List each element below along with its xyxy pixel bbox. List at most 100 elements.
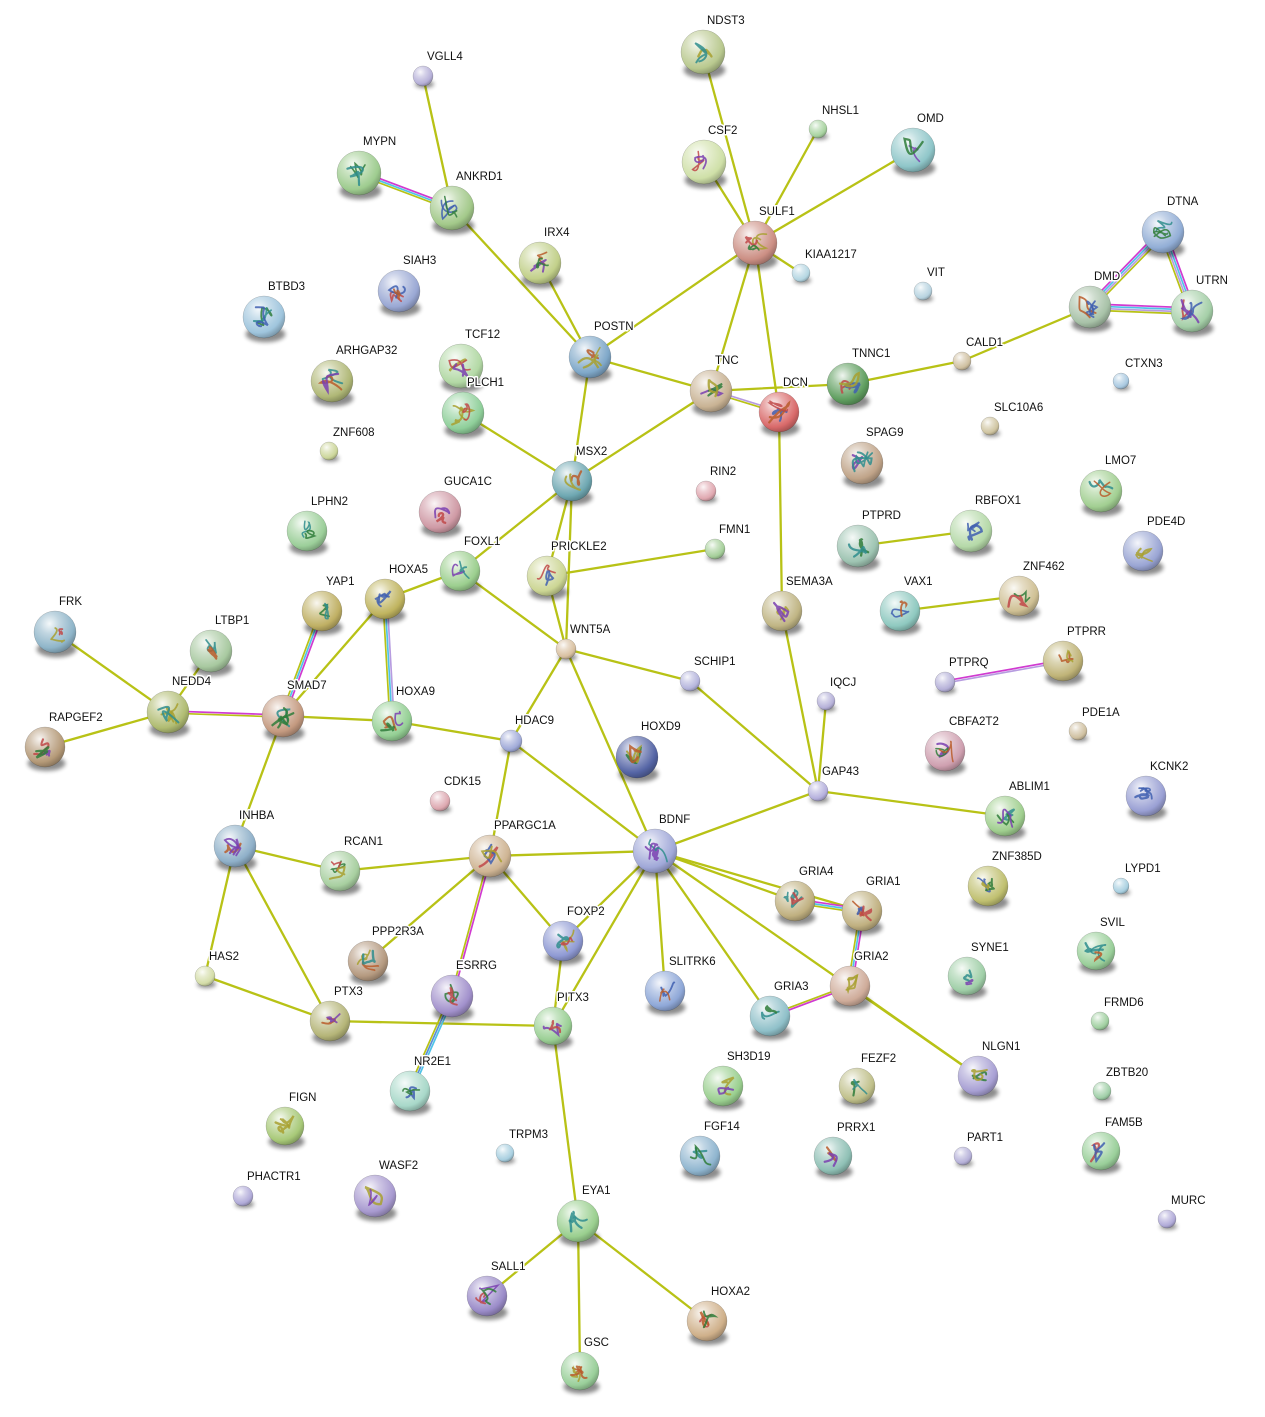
edge-bdnf-pitx3[interactable]	[551, 849, 657, 1028]
node-ptprd[interactable]	[836, 524, 880, 568]
edge-vgll4-ankrd1[interactable]	[421, 74, 454, 210]
node-spag9[interactable]	[840, 441, 884, 485]
edge-schip1-gap43[interactable]	[688, 679, 820, 793]
node-cbfa2t2[interactable]	[924, 730, 966, 772]
edge-gap43-ablim1[interactable]	[816, 789, 1007, 818]
node-lphn2[interactable]	[286, 510, 328, 552]
node-postn[interactable]	[568, 335, 612, 379]
node-fam5b[interactable]	[1081, 1131, 1121, 1171]
edge-msx2-wnt5a[interactable]	[564, 479, 574, 651]
node-ptprq[interactable]	[934, 671, 956, 693]
node-sema3a[interactable]	[761, 590, 803, 632]
node-foxl1[interactable]	[439, 550, 481, 592]
node-pde4d[interactable]	[1122, 530, 1164, 572]
edge-sulf1-postn[interactable]	[588, 241, 757, 359]
edge-prickle2-fmn1[interactable]	[545, 547, 717, 578]
edge-rcan1-ppargc1a[interactable]	[338, 854, 492, 873]
edge-pitx3-eya1[interactable]	[551, 1024, 580, 1223]
node-yap1[interactable]	[301, 590, 343, 632]
edge-bdnf-gria3[interactable]	[653, 849, 772, 1018]
edge-tnc-tnnc1[interactable]	[709, 382, 850, 393]
node-sulf1[interactable]	[732, 220, 778, 266]
edge-has2-ptx3[interactable]	[203, 974, 332, 1023]
node-hoxa2[interactable]	[686, 1300, 728, 1342]
node-lypd1[interactable]	[1112, 877, 1130, 895]
node-prrx1[interactable]	[813, 1136, 853, 1176]
node-fgf14[interactable]	[679, 1135, 721, 1177]
node-zbtb20[interactable]	[1092, 1081, 1112, 1101]
node-hoxa9[interactable]	[371, 700, 413, 742]
node-ndst3[interactable]	[680, 29, 726, 75]
node-sh3d19[interactable]	[702, 1065, 744, 1107]
node-ppp2r3a[interactable]	[347, 940, 389, 982]
node-siah3[interactable]	[377, 269, 421, 313]
edge-omd-sulf1[interactable]	[753, 148, 915, 245]
edge-msx2-foxl1[interactable]	[458, 479, 574, 573]
node-slitrk6[interactable]	[644, 970, 686, 1012]
edge-sulf1-dcn[interactable]	[753, 241, 781, 414]
node-ltbp1[interactable]	[189, 629, 233, 673]
edge-hoxa5-smad7[interactable]	[281, 597, 387, 718]
edge-wnt5a-hdac9[interactable]	[509, 647, 568, 743]
node-ctxn3[interactable]	[1112, 372, 1130, 390]
node-csf2[interactable]	[681, 139, 727, 185]
node-frmd6[interactable]	[1090, 1011, 1110, 1031]
node-hoxa5[interactable]	[364, 578, 406, 620]
edge-iqcj-gap43[interactable]	[816, 699, 828, 793]
edge-cald1-dmd[interactable]	[960, 305, 1092, 363]
node-schip1[interactable]	[679, 670, 701, 692]
node-omd[interactable]	[890, 127, 936, 173]
edge-sema3a-gap43[interactable]	[780, 609, 820, 793]
node-smad7[interactable]	[261, 694, 305, 738]
node-ptprr[interactable]	[1042, 640, 1084, 682]
node-arhgap32[interactable]	[310, 359, 354, 403]
node-gria1[interactable]	[841, 890, 883, 932]
node-dtna[interactable]	[1141, 210, 1185, 254]
edge-ppargc1a-bdnf[interactable]	[488, 849, 657, 858]
edge-ankrd1-postn[interactable]	[450, 206, 592, 359]
node-cdk15[interactable]	[429, 790, 451, 812]
node-lmo7[interactable]	[1079, 469, 1123, 513]
edge-eya1-hoxa2[interactable]	[576, 1219, 709, 1323]
edge-hdac9-bdnf[interactable]	[509, 739, 657, 853]
node-vax1[interactable]	[879, 590, 921, 632]
node-gap43[interactable]	[807, 780, 829, 802]
edge-rapgef2-nedd4[interactable]	[43, 710, 170, 749]
node-znf462[interactable]	[998, 575, 1040, 617]
edge-tnc-msx2[interactable]	[570, 389, 713, 483]
node-wasf2[interactable]	[353, 1174, 397, 1218]
edge-wnt5a-schip1[interactable]	[564, 647, 692, 683]
node-vit[interactable]	[913, 281, 933, 301]
node-prickle2[interactable]	[526, 555, 568, 597]
edge-ptprq-ptprr[interactable]	[943, 659, 1065, 684]
node-plch1[interactable]	[441, 391, 485, 435]
node-fezf2[interactable]	[838, 1067, 876, 1105]
node-esrrg[interactable]	[430, 974, 474, 1018]
node-tcf12[interactable]	[438, 343, 484, 389]
node-ptx3[interactable]	[309, 1000, 351, 1042]
node-ankrd1[interactable]	[429, 185, 475, 231]
edge-plch1-msx2[interactable]	[461, 411, 574, 483]
node-part1[interactable]	[953, 1146, 973, 1166]
node-sall1[interactable]	[466, 1275, 508, 1317]
node-irx4[interactable]	[518, 241, 562, 285]
node-gria2[interactable]	[829, 965, 871, 1007]
node-kcnk2[interactable]	[1125, 775, 1167, 817]
node-znf385d[interactable]	[967, 865, 1009, 907]
edge-bdnf-gria1[interactable]	[653, 849, 864, 913]
edge-gria2-nlgn1[interactable]	[848, 984, 980, 1078]
node-iqcj[interactable]	[816, 691, 836, 711]
node-has2[interactable]	[194, 965, 216, 987]
node-gria3[interactable]	[749, 995, 791, 1037]
node-pitx3[interactable]	[533, 1006, 573, 1046]
node-hdac9[interactable]	[499, 729, 523, 753]
node-inhba[interactable]	[213, 824, 257, 868]
node-nedd4[interactable]	[146, 690, 190, 734]
node-tnc[interactable]	[689, 369, 733, 413]
edge-hoxa9-hdac9[interactable]	[390, 719, 513, 743]
node-cald1[interactable]	[952, 351, 972, 371]
node-btbd3[interactable]	[242, 295, 286, 339]
node-ablim1[interactable]	[984, 795, 1026, 837]
edge-bdnf-gria4[interactable]	[653, 849, 797, 903]
edge-ppargc1a-ppp2r3a[interactable]	[366, 854, 492, 963]
